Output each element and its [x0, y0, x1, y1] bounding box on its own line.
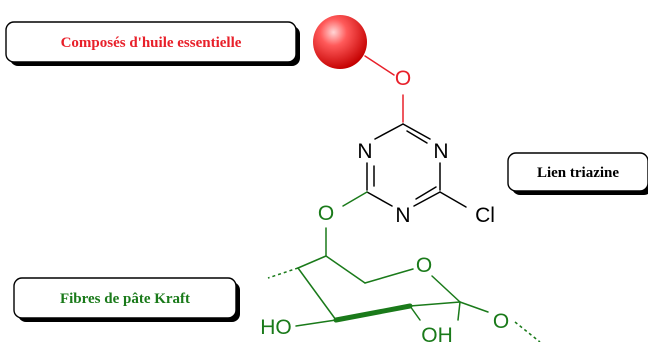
sphere-to-oxygen-bond [364, 55, 395, 76]
atom-cl: Cl [475, 204, 495, 227]
triazine-link-label: Lien triazine [507, 152, 648, 195]
essential-oil-label: Composés d'huile essentielle [5, 21, 300, 66]
kraft-fibers-label: Fibres de pâte Kraft [13, 277, 240, 322]
atom-oh: OH [421, 324, 453, 342]
atom-n-bottom: N [395, 204, 410, 227]
cellulose-unit [267, 227, 541, 342]
atom-o-link: O [318, 202, 334, 225]
essential-oil-sphere-icon [313, 15, 367, 69]
atom-o-top: O [395, 67, 411, 90]
atom-o-ring: O [416, 254, 432, 277]
atom-o-glyco: O [493, 310, 509, 333]
triazine-ring [342, 123, 467, 208]
atom-n-right: N [433, 140, 448, 163]
atom-n-left: N [357, 140, 372, 163]
atom-ho: HO [260, 316, 292, 339]
kraft-fibers-label-text: Fibres de pâte Kraft [60, 291, 190, 307]
triazine-link-label-text: Lien triazine [537, 165, 619, 181]
essential-oil-label-text: Composés d'huile essentielle [61, 35, 242, 51]
